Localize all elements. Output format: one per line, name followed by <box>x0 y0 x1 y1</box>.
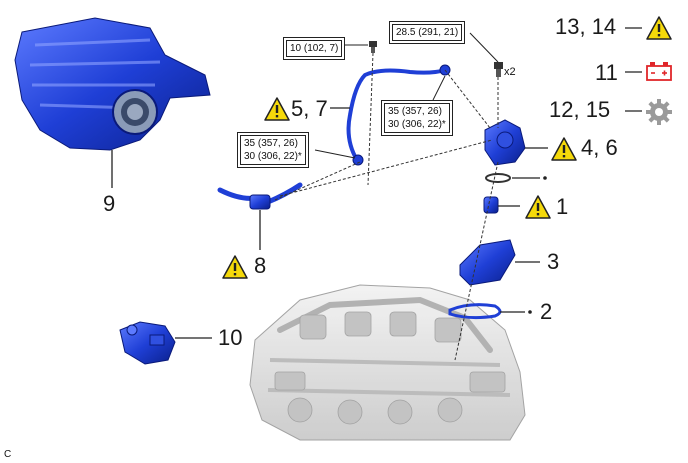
torque-value: 35 (357, 26) <box>388 106 442 117</box>
fuel-pipe-part-8 <box>217 182 303 210</box>
callout-8: 8 <box>254 253 267 278</box>
quantity-label: x2 <box>504 66 516 78</box>
leader-torque-3 <box>432 75 446 101</box>
battery-icon <box>646 62 672 81</box>
corner-label: C <box>4 449 12 460</box>
callout-1: 1 <box>556 194 569 219</box>
gear-icon <box>646 99 672 125</box>
warning-triangle-icon <box>525 195 551 219</box>
torque-value: 10 (102, 7) <box>286 40 343 57</box>
callout-2: 2 <box>540 299 553 324</box>
bolt-pump <box>494 62 503 77</box>
callout-10: 10 <box>218 325 243 350</box>
torque-value: 30 (306, 22)* <box>244 151 302 162</box>
intake-manifold-part-9 <box>14 17 211 151</box>
warning-triangle-icon <box>264 97 290 121</box>
torque-value: 30 (306, 22)* <box>388 119 446 130</box>
bolt-small <box>369 41 377 53</box>
torque-spec-box: 10 (102, 7) <box>283 37 346 60</box>
callout-13-14: 13, 14 <box>555 14 617 39</box>
insulator-part-3 <box>459 239 516 286</box>
engine-block <box>249 284 526 441</box>
callout-4-6: 4, 6 <box>581 135 618 160</box>
lifter-part-1 <box>483 196 499 214</box>
callout-9: 9 <box>103 191 116 216</box>
o-ring <box>485 173 547 183</box>
warning-triangle-icon <box>222 255 248 279</box>
assembly-dashed-lines <box>274 52 499 361</box>
warning-triangle-icon <box>646 16 672 40</box>
torque-value: 28.5 (291, 21) <box>392 24 463 41</box>
sensor-part-10 <box>119 321 176 365</box>
callout-3: 3 <box>547 249 560 274</box>
gasket-part-2 <box>448 303 532 320</box>
leader-torque-4 <box>314 149 356 159</box>
torque-spec-box: 35 (357, 26) 30 (306, 22)* <box>381 100 453 136</box>
callout-5-7: 5, 7 <box>291 96 328 121</box>
torque-spec-box: 28.5 (291, 21) <box>389 21 466 44</box>
torque-spec-box: 35 (357, 26) 30 (306, 22)* <box>237 132 309 168</box>
leader-torque-2 <box>469 32 499 63</box>
warning-triangle-icon <box>551 137 577 161</box>
callout-12-15: 12, 15 <box>549 97 611 122</box>
callout-11: 11 <box>595 60 618 85</box>
fuel-pump-part-4-6 <box>484 119 526 166</box>
torque-value: 35 (357, 26) <box>244 138 298 149</box>
